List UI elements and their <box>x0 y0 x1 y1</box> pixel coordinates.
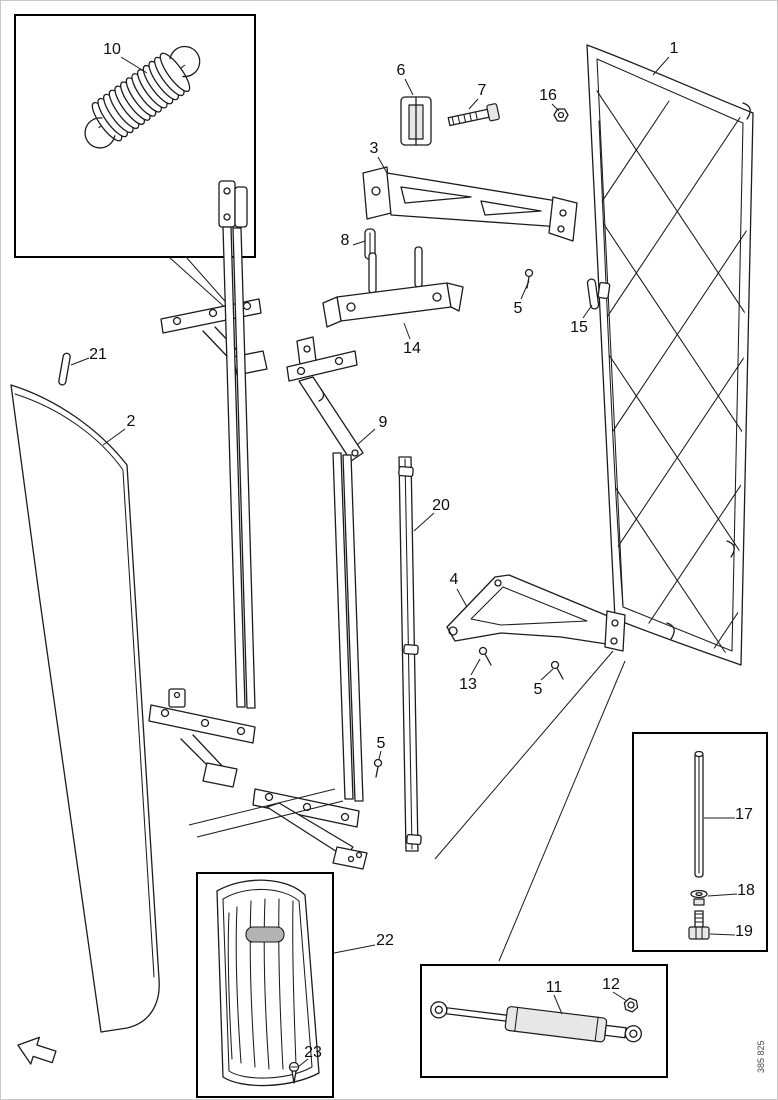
callout-18: 18 <box>737 882 755 899</box>
spring-inset-box <box>14 14 256 318</box>
panel-pin <box>58 352 71 386</box>
coil-spring <box>84 45 201 149</box>
seal-strip <box>398 456 422 852</box>
callout-7: 7 <box>478 82 487 99</box>
callout-5b: 5 <box>534 681 543 698</box>
hinge-bolt <box>447 103 500 127</box>
bolt <box>688 910 710 940</box>
hinge-nut <box>553 108 569 122</box>
callout-9: 9 <box>379 414 388 431</box>
direction-arrow-icon <box>17 1036 57 1065</box>
clevis-block <box>400 96 432 146</box>
grille-screw <box>288 1061 300 1084</box>
callout-15: 15 <box>570 319 588 336</box>
callout-4: 4 <box>450 571 459 588</box>
washer <box>690 889 708 906</box>
callout-23: 23 <box>304 1044 322 1061</box>
doc-number: 385 825 <box>756 1040 766 1073</box>
callout-10: 10 <box>103 41 121 58</box>
callout-21: 21 <box>89 346 107 363</box>
screw-5-top <box>524 268 534 289</box>
callout-6: 6 <box>397 62 406 79</box>
callout-3: 3 <box>370 140 379 157</box>
rod-inset-box <box>632 732 768 952</box>
callout-19: 19 <box>735 923 753 940</box>
callout-22: 22 <box>376 932 394 949</box>
callout-16: 16 <box>539 87 557 104</box>
screw-13 <box>478 646 492 666</box>
side-panel <box>10 384 160 1033</box>
strut-nut <box>623 997 639 1013</box>
callout-20: 20 <box>432 497 450 514</box>
hinge-pin-15 <box>586 278 600 310</box>
grille-inset-box <box>196 872 334 1098</box>
support-rod <box>694 750 704 878</box>
callout-11: 11 <box>546 979 563 996</box>
screw-5-mid <box>550 660 564 680</box>
callout-12: 12 <box>602 976 620 993</box>
leader-lines <box>70 56 738 1068</box>
callout-5c: 5 <box>377 735 386 752</box>
callout-17: 17 <box>735 806 753 823</box>
callout-14: 14 <box>403 340 421 357</box>
callout-2: 2 <box>127 413 136 430</box>
gas-strut <box>430 1001 642 1043</box>
strut-inset-box <box>420 964 668 1078</box>
gusset-bracket <box>446 574 626 652</box>
callout-13: 13 <box>459 676 477 693</box>
callout-labels: 10 1 6 7 16 3 8 5 15 14 21 2 9 20 4 13 5… <box>89 40 755 1061</box>
callout-8: 8 <box>341 232 350 249</box>
mount-bracket-14 <box>322 246 464 328</box>
brand-badge <box>245 926 285 943</box>
lift-frame-assembly <box>148 180 368 870</box>
callout-5a: 5 <box>514 300 523 317</box>
pointer-lines <box>188 650 626 962</box>
hinge-arm-assembly <box>362 166 578 242</box>
screw-5-bottom <box>373 758 383 778</box>
callout-1: 1 <box>670 40 679 57</box>
